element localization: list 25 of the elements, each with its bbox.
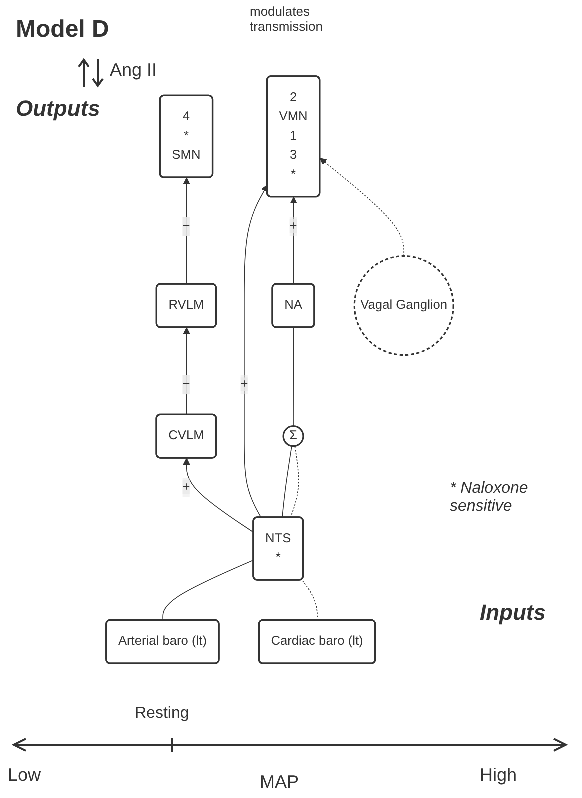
- arrow: [183, 328, 190, 416]
- connector: [282, 446, 292, 518]
- edge-label: +: [290, 219, 298, 233]
- drug-label: Ang II: [110, 60, 158, 81]
- edge-label: −: [182, 378, 190, 392]
- connector: [162, 560, 254, 622]
- edge-label: −: [182, 219, 190, 233]
- arrow: [183, 178, 190, 285]
- edge-label: +: [182, 480, 190, 494]
- axis-label: Low: [8, 765, 42, 786]
- axis-title: MAP: [260, 772, 300, 793]
- note-text: modulates transmission: [250, 4, 324, 34]
- diagram-title: Model D: [16, 16, 110, 44]
- axis-label: Resting: [135, 705, 190, 723]
- footnote-text: * Naloxone sensitive: [450, 480, 530, 516]
- node-circle: Vagal Ganglion: [354, 255, 454, 356]
- connector: [302, 579, 318, 622]
- arrow: [320, 158, 405, 257]
- node-circle: Σ: [282, 426, 304, 448]
- connector: [293, 327, 294, 427]
- section-heading: Inputs: [480, 600, 546, 626]
- edge-label: +: [240, 378, 248, 392]
- arrow: [244, 184, 268, 518]
- axis-label: High: [480, 765, 518, 786]
- section-heading: Outputs: [16, 96, 100, 122]
